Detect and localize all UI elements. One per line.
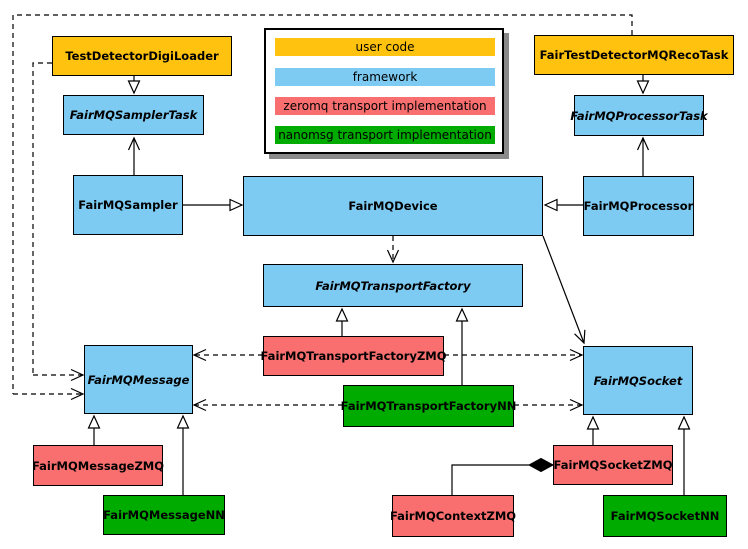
legend-item-nanomsg: nanomsg transport implementation [275, 126, 495, 144]
node-fairmqprocessor: FairMQProcessor [583, 176, 694, 236]
node-fairmqsamplertask: FairMQSamplerTask [63, 95, 204, 135]
edge-device-socket [542, 235, 586, 345]
node-fairmqtransportfactoryzmq: FairMQTransportFactoryZMQ [261, 336, 447, 376]
edge-socketzmq-contextzmq [451, 464, 529, 495]
node-fairmqsampler: FairMQSampler [73, 175, 183, 235]
node-fairmqmessagezmq: FairMQMessageZMQ [32, 445, 164, 486]
node-fairmqsocketnn: FairMQSocketNN [603, 495, 727, 537]
legend-item-user-code: user code [275, 38, 495, 56]
legend: user code framework zeromq transport imp… [264, 28, 504, 154]
node-fairmqtransportfactorynn: FairMQTransportFactoryNN [341, 385, 516, 427]
node-fairmqsocket: FairMQSocket [583, 346, 693, 415]
legend-item-zeromq: zeromq transport implementation [275, 97, 495, 115]
node-fairmqmessagenn: FairMQMessageNN [103, 495, 225, 535]
dep-digiloader-path [32, 62, 52, 375]
node-fairmqtransportfactory: FairMQTransportFactory [263, 264, 523, 307]
node-fairmqprocessortask: FairMQProcessorTask [570, 95, 708, 136]
node-fairmqcontextzmq: FairMQContextZMQ [390, 495, 516, 537]
composition-diamond [527, 457, 555, 473]
node-fairmqsocketzmq: FairMQSocketZMQ [553, 445, 673, 485]
node-fairtestdetectormqrecotask: FairTestDetectorMQRecoTask [534, 35, 734, 75]
legend-item-framework: framework [275, 68, 495, 86]
node-fairmqdevice: FairMQDevice [243, 176, 543, 236]
node-testdetectordigiloader: TestDetectorDigiLoader [52, 36, 232, 76]
node-fairmqmessage: FairMQMessage [84, 345, 193, 414]
